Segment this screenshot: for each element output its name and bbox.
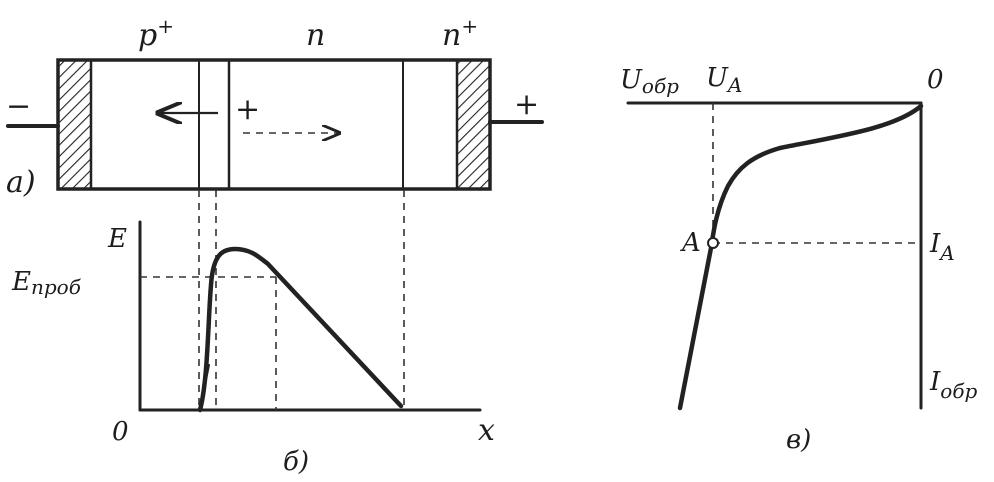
iv-curve: [677, 103, 924, 411]
region-n-plus-label: n+: [442, 14, 478, 53]
diode-body: [56, 58, 492, 191]
b-origin-label: 0: [112, 417, 129, 447]
caption-a: а): [6, 165, 36, 200]
caption-c: в): [786, 425, 811, 455]
c-origin-label: 0: [927, 65, 944, 95]
terminal-plus-label: +: [514, 87, 539, 122]
point-a-label: A: [680, 228, 701, 258]
panel-b-field-distribution: E Eпроб 0 x б): [11, 220, 495, 477]
region-p-plus-label: p+: [138, 14, 174, 53]
left-contact-hatch: [56, 58, 93, 191]
terminal-minus-label: −: [6, 89, 31, 124]
c-current-axis-label: Iобр: [929, 367, 978, 403]
field-curve-tail: [204, 364, 210, 386]
c-voltage-axis-label: Uобр: [620, 65, 679, 98]
point-a-marker: [707, 237, 719, 249]
b-x-axis-label: x: [478, 413, 495, 448]
panel-c-iv-characteristic: Uобр UA 0 A IA Iобр в): [620, 63, 978, 455]
panel-a-diode-structure: p+ n n+ − + + а): [6, 14, 544, 200]
field-curve: [197, 246, 404, 413]
region-n-label: n: [306, 18, 325, 53]
caption-b: б): [283, 447, 309, 477]
right-contact-hatch: [455, 58, 492, 191]
b-y-axis-label: E: [107, 224, 127, 254]
breakdown-field-label: Eпроб: [11, 267, 82, 299]
ia-label: IA: [929, 229, 955, 265]
ua-label: UA: [706, 63, 742, 97]
charge-plus-label: +: [235, 92, 260, 127]
